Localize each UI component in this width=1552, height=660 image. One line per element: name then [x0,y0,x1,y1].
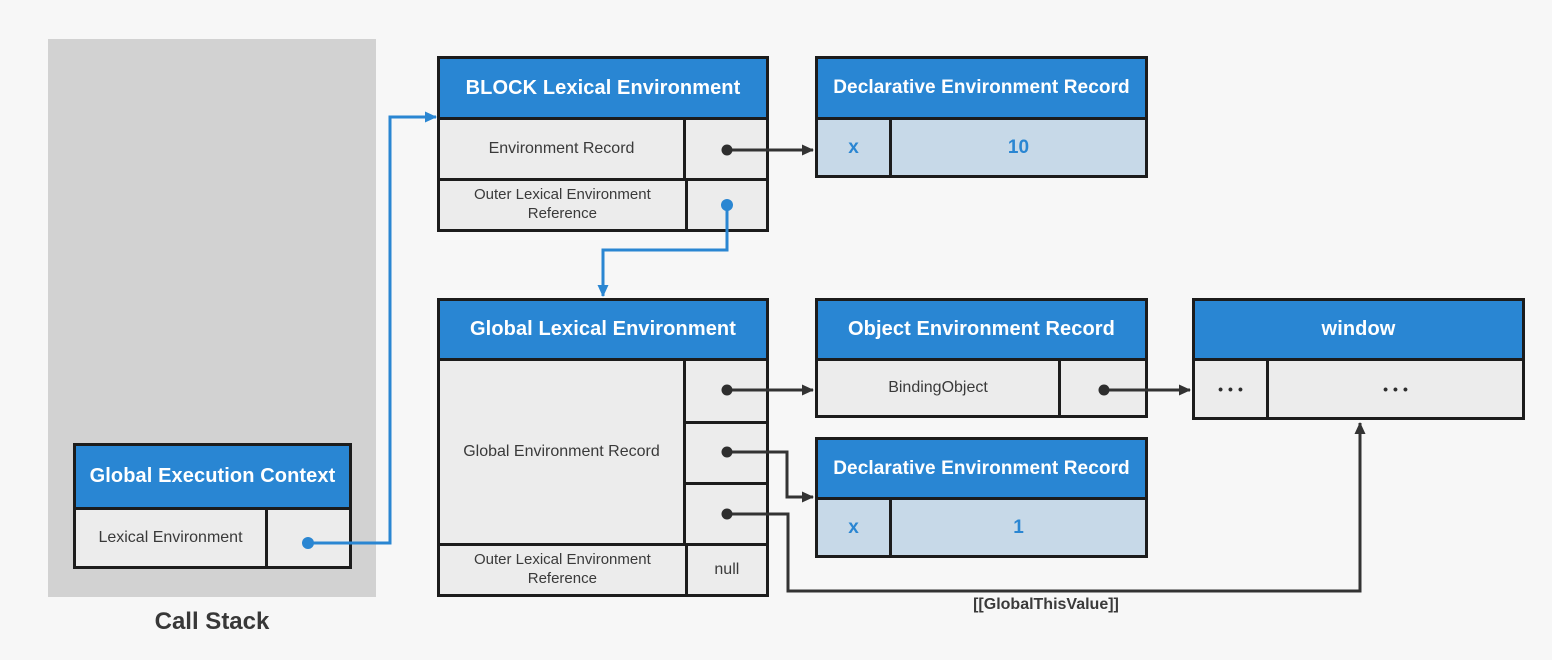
global-this-pointer-cell [686,482,766,543]
block-lexical-environment-title: BLOCK Lexical Environment [440,59,766,117]
global-outer-reference-label: Outer Lexical Environment Reference [473,551,651,587]
object-environment-record-box: Object Environment Record BindingObject [815,298,1148,418]
binding-value: 1 [889,500,1145,555]
global-outer-reference-row: Outer Lexical Environment Reference null [440,543,766,594]
outer-reference-label: Outer Lexical Environment Reference [473,186,651,222]
lexical-environment-row: Lexical Environment [76,507,349,566]
global-environment-record-label: Global Environment Record [463,443,660,460]
call-stack-caption: Call Stack [154,608,270,635]
window-ellipsis-right: ••• [1266,361,1522,417]
outer-reference-row: Outer Lexical Environment Reference [440,178,766,229]
declarative-environment-record-global-box: Declarative Environment Record x 1 [815,437,1148,558]
global-environment-record-row: Global Environment Record [440,358,766,543]
binding-object-row: BindingObject [818,358,1145,415]
environment-record-pointer-cell [683,120,766,178]
binding-row-x-10: x 10 [818,117,1145,175]
declarative-environment-record-block-title: Declarative Environment Record [818,59,1145,117]
binding-object-pointer-cell [1058,361,1145,415]
environment-record-row: Environment Record [440,117,766,178]
window-ellipsis-left: ••• [1218,381,1248,397]
outer-reference-pointer-cell [684,181,766,229]
binding-row-x-1: x 1 [818,497,1145,555]
window-object-box: window ••• ••• [1192,298,1525,420]
binding-name: x [848,136,859,158]
global-lexical-environment-title: Global Lexical Environment [440,301,766,358]
global-record-pointer-column [683,361,766,543]
global-lexical-environment-box: Global Lexical Environment Global Enviro… [437,298,769,597]
declarative-environment-record-block-box: Declarative Environment Record x 10 [815,56,1148,178]
binding-value: 10 [889,120,1145,175]
block-lexical-environment-box: BLOCK Lexical Environment Environment Re… [437,56,769,232]
global-outer-reference-value: null [684,546,766,594]
lexical-environment-label: Lexical Environment [98,529,243,546]
object-environment-record-title: Object Environment Record [818,301,1145,358]
window-properties-row: ••• ••• [1195,358,1522,417]
global-this-value-label: [[GlobalThisValue]] [973,596,1119,613]
binding-object-label: BindingObject [888,379,988,396]
lexical-environment-pointer-cell [265,510,349,566]
object-record-pointer-cell [686,361,766,421]
declarative-environment-record-global-title: Declarative Environment Record [818,440,1145,497]
environment-record-label: Environment Record [488,140,635,157]
binding-name: x [848,516,859,538]
window-object-title: window [1195,301,1522,358]
global-execution-context-title: Global Execution Context [76,446,349,507]
declarative-record-pointer-cell [686,421,766,482]
global-execution-context-box: Global Execution Context Lexical Environ… [73,443,352,569]
